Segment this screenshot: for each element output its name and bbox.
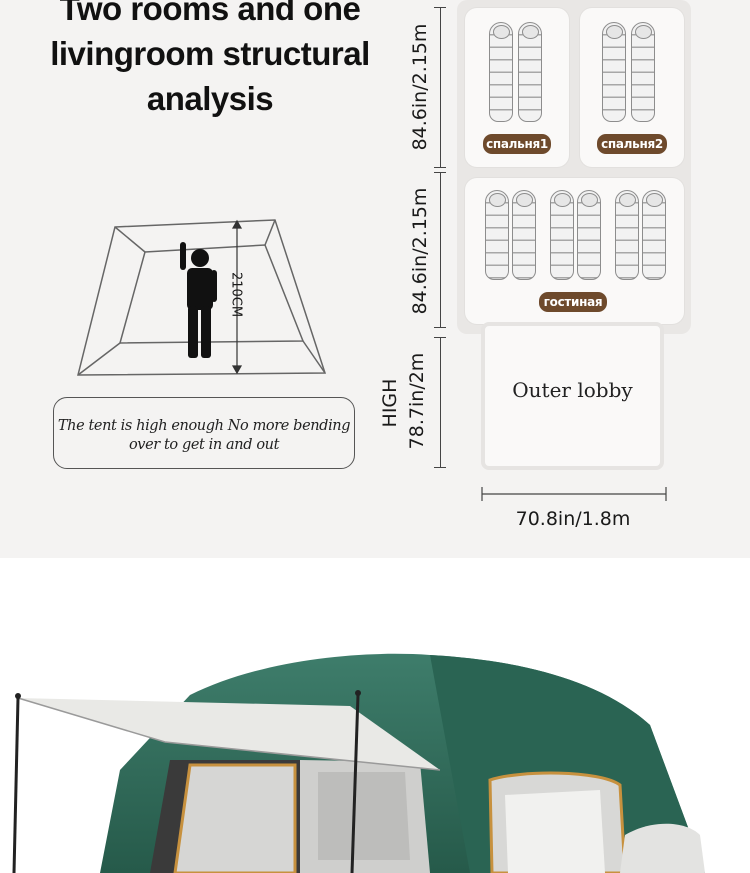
tent-height-diagram: [77, 219, 327, 376]
height-arrow: [231, 219, 243, 375]
sleeping-bag-icon: [485, 190, 509, 280]
living-room: гостиная: [465, 178, 684, 324]
depth-tick: [434, 167, 446, 168]
depth-line-living: [440, 172, 441, 327]
sleeping-bag-icon: [512, 190, 536, 280]
height-label: 210CM: [228, 271, 244, 318]
depth-tick: [434, 7, 446, 8]
headline-title: Two rooms and one livingroom structural …: [30, 0, 390, 121]
tent-frame-outline: [77, 219, 327, 376]
lobby-height-label: 78.7in/2m: [406, 352, 428, 450]
tent-height-note: The tent is high enough No more bending …: [53, 397, 355, 469]
depth-tick: [434, 327, 446, 328]
tent-note-line-2: over to get in and out: [128, 437, 280, 453]
sleeping-bag-icon: [489, 22, 513, 122]
depth-tick: [434, 172, 446, 173]
sleeping-bag-icon: [550, 190, 574, 280]
width-label: 70.8in/1.8m: [515, 508, 631, 530]
bedroom-2: спальня2: [580, 8, 684, 167]
bedroom-depth-label: 84.6in/2.15m: [409, 23, 431, 151]
height-line-lobby: [440, 337, 441, 467]
headline-line-3: analysis: [146, 80, 274, 117]
bedroom-1: спальня1: [465, 8, 569, 167]
width-dimension-line: [481, 487, 667, 501]
standing-person-icon: [180, 242, 217, 358]
sleeping-bag-icon: [615, 190, 639, 280]
sleeping-bag-icon: [602, 22, 626, 122]
door-panel: [150, 760, 430, 873]
high-label: HIGH: [379, 378, 401, 428]
living-depth-label: 84.6in/2.15m: [409, 187, 431, 315]
bedroom-1-tag: спальня1: [483, 134, 551, 154]
living-room-tag: гостиная: [539, 292, 607, 312]
tent-note-line-1: The tent is high enough No more bending: [57, 418, 351, 434]
height-tick: [434, 337, 446, 338]
structure-panel: Two rooms and one livingroom structural …: [0, 0, 750, 558]
sleeping-bag-icon: [642, 190, 666, 280]
tent-photo: [12, 653, 705, 873]
outer-lobby-label: Outer lobby: [512, 378, 633, 402]
sleeping-bag-icon: [577, 190, 601, 280]
sleeping-bag-icon: [631, 22, 655, 122]
headline-line-1: Two rooms and one: [59, 0, 361, 27]
height-tick: [434, 467, 446, 468]
headline-line-2: livingroom structural: [50, 35, 370, 72]
bedroom-2-tag: спальня2: [597, 134, 667, 154]
sleeping-bag-icon: [518, 22, 542, 122]
canopy-awning: [12, 690, 441, 873]
depth-line-bedroom: [440, 7, 441, 167]
outer-lobby: Outer lobby: [481, 322, 664, 470]
